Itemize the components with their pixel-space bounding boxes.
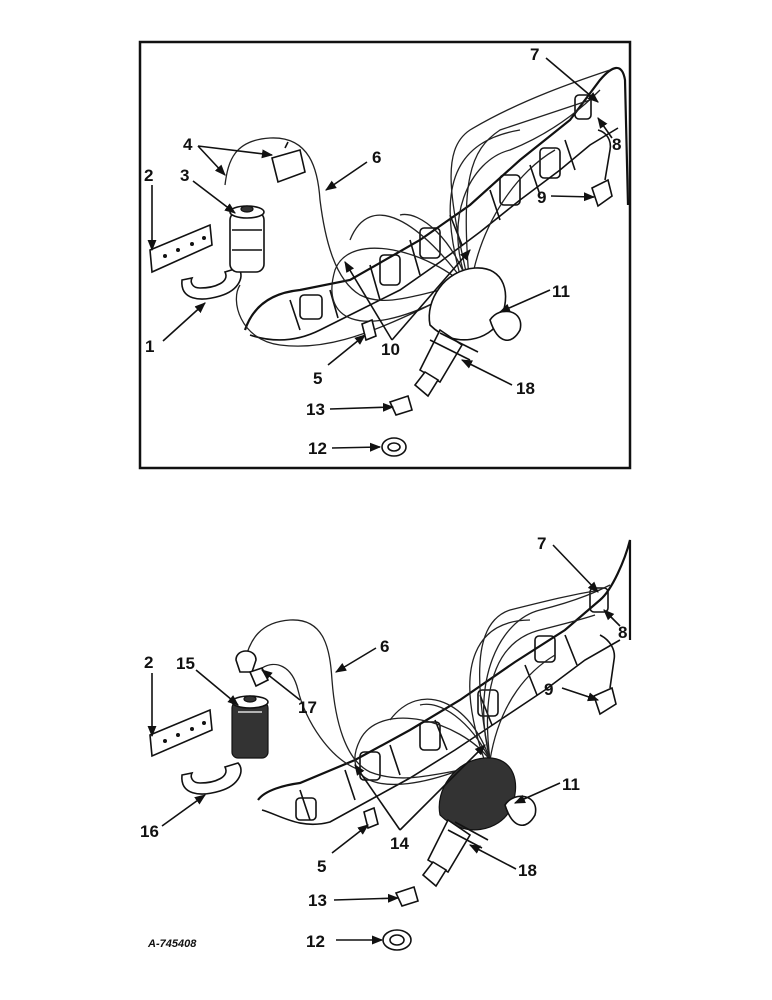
callout-label: 17 xyxy=(298,698,317,717)
callout-label: 2 xyxy=(144,166,153,185)
lower-clip-5 xyxy=(363,806,379,830)
callout-label: 9 xyxy=(537,188,546,207)
callout-label: 8 xyxy=(618,623,627,642)
callout-label: 2 xyxy=(144,653,153,672)
lower-clip-13 xyxy=(394,885,419,907)
callout-label: 9 xyxy=(544,680,553,699)
lower-coil-wire xyxy=(244,619,461,779)
upper-view-frame xyxy=(138,40,632,470)
callout-label: 5 xyxy=(313,369,322,388)
upper-clip-5 xyxy=(361,318,377,342)
lower-leaders xyxy=(147,544,621,945)
upper-distributor xyxy=(413,267,522,398)
callout-label: 12 xyxy=(308,439,327,458)
callout-label: 5 xyxy=(317,857,326,876)
lower-coil-clamp xyxy=(181,762,242,795)
upper-ignition-coil xyxy=(229,205,265,273)
callout-label: 15 xyxy=(176,654,195,673)
callout-label: 7 xyxy=(537,534,546,553)
upper-ballast-part xyxy=(271,141,306,184)
upper-engine-block xyxy=(243,66,630,341)
callout-label: 16 xyxy=(140,822,159,841)
lower-ignition-coil xyxy=(231,695,269,759)
upper-coil-bracket xyxy=(149,223,213,274)
upper-coil-clamp xyxy=(181,267,242,300)
callout-label: 18 xyxy=(516,379,535,398)
callout-label: 4 xyxy=(183,135,193,154)
upper-leaders xyxy=(147,57,613,452)
callout-label: 18 xyxy=(518,861,537,880)
callout-label: 13 xyxy=(306,400,325,419)
lower-coil-bracket xyxy=(149,708,213,758)
callout-label: 13 xyxy=(308,891,327,910)
upper-coil-wire xyxy=(224,137,441,302)
lower-coil-terminal xyxy=(235,650,270,688)
callout-label: 6 xyxy=(380,637,389,656)
callout-label: 1 xyxy=(145,337,154,356)
upper-terminal-9 xyxy=(591,129,613,208)
lower-terminal-9 xyxy=(593,634,617,716)
callout-label: 3 xyxy=(180,166,189,185)
callout-label: 6 xyxy=(372,148,381,167)
upper-clip-13 xyxy=(388,394,413,416)
callout-label: 8 xyxy=(612,135,621,154)
lower-spark-plug-wires xyxy=(354,584,611,786)
callout-label: 14 xyxy=(390,834,409,853)
callout-label: 11 xyxy=(552,282,570,301)
callout-label: 12 xyxy=(306,932,325,951)
drawing-code: A-745408 xyxy=(147,938,197,950)
callout-label: 10 xyxy=(381,340,400,359)
upper-washer-12 xyxy=(381,437,407,457)
lower-view: 7 8 6 2 15 17 9 11 16 14 5 18 13 12 A-74… xyxy=(140,534,632,951)
lower-distributor xyxy=(421,757,537,888)
callout-label: 11 xyxy=(562,775,580,794)
callout-label: 7 xyxy=(530,45,539,64)
lower-washer-12 xyxy=(382,929,412,951)
upper-view: 7 8 4 6 2 3 9 11 1 10 5 18 13 12 xyxy=(138,40,632,470)
